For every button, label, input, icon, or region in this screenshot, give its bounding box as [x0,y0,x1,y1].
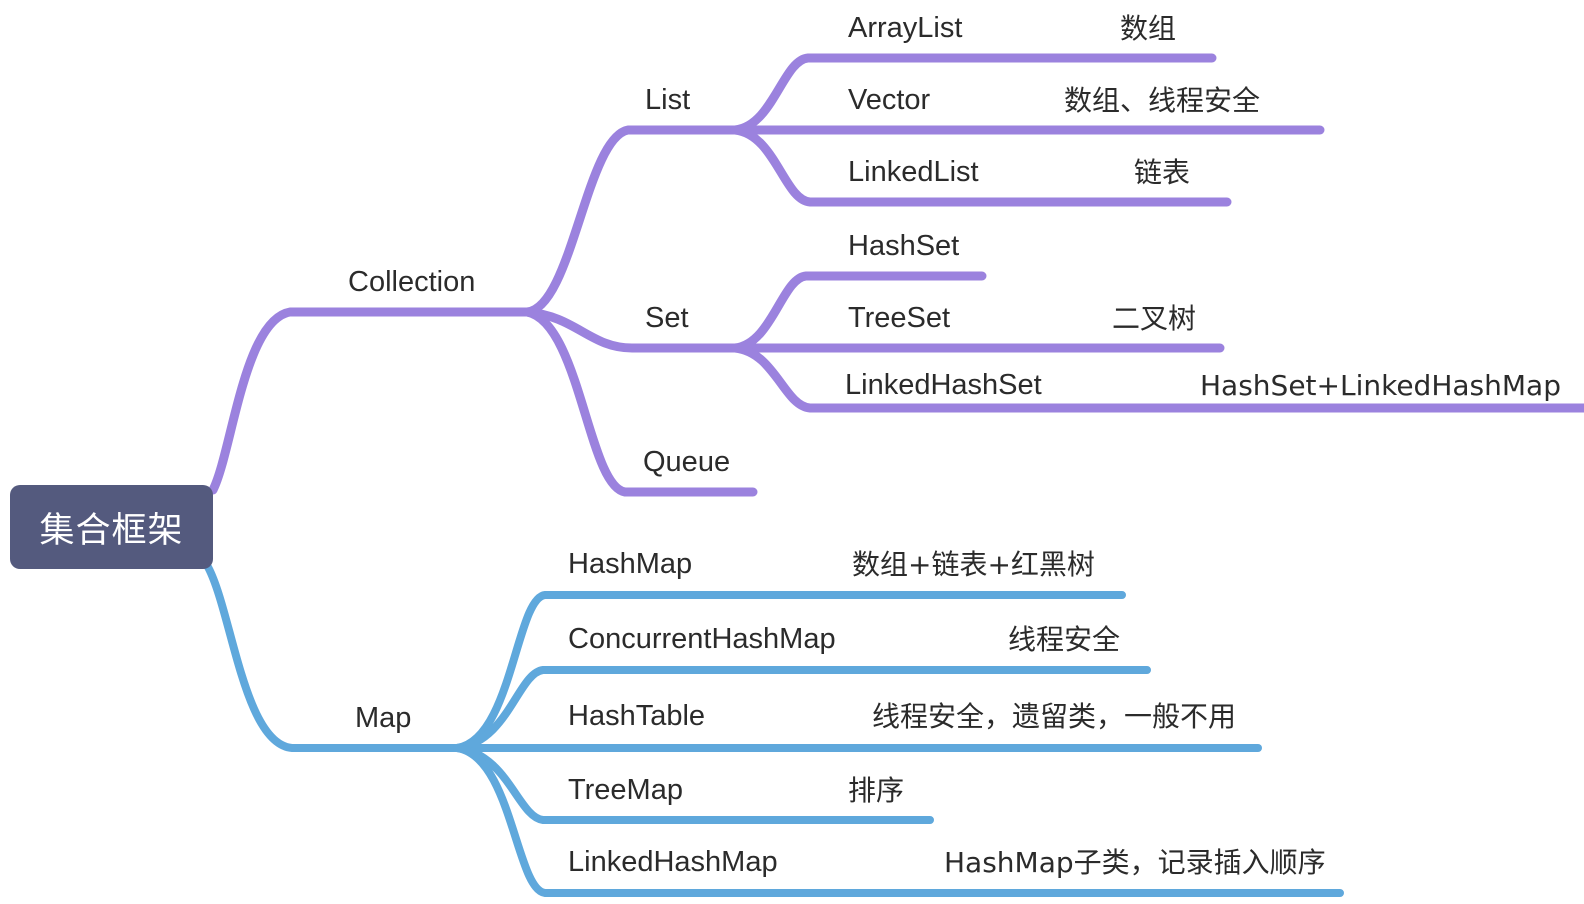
annotation-vector: 数组、线程安全 [1064,84,1261,117]
node-label-treemap[interactable]: TreeMap [568,774,683,806]
node-label-hashmap[interactable]: HashMap [568,548,693,580]
node-label-collection[interactable]: Collection [348,266,476,298]
node-label-linkedhashmap[interactable]: LinkedHashMap [568,846,778,878]
root-node[interactable]: 集合框架 [10,485,213,569]
node-label-map[interactable]: Map [355,702,412,734]
branch-line-root-to-map [204,563,461,752]
node-label-treeset[interactable]: TreeSet [848,302,951,334]
branch-line-collection-to-list [522,125,740,317]
annotation-concurrenthashmap: 线程安全 [1008,623,1121,656]
node-label-linkedhashset[interactable]: LinkedHashSet [845,369,1042,401]
node-label-linkedlist[interactable]: LinkedList [848,156,979,188]
branch-line-collection-to-set [522,307,740,353]
annotation-linkedhashmap: HashMap子类，记录插入顺序 [944,846,1326,879]
node-label-queue[interactable]: Queue [643,446,731,478]
node-label-concurrenthashmap[interactable]: ConcurrentHashMap [568,623,836,655]
node-label-arraylist[interactable]: ArrayList [848,12,963,44]
annotation-arraylist: 数组 [1120,12,1177,45]
annotation-treemap: 排序 [848,774,905,807]
annotation-hashtable: 线程安全，遗留类，一般不用 [872,700,1237,733]
annotation-hashmap: 数组+链表+红黑树 [852,548,1095,581]
node-label-set[interactable]: Set [645,302,689,334]
root-node-label: 集合框架 [39,510,184,550]
node-label-list[interactable]: List [645,84,691,116]
annotation-treeset: 二叉树 [1112,302,1197,335]
branch-line-root-to-collection [208,307,532,495]
annotation-linkedhashset: HashSet+LinkedHashMap [1200,369,1561,402]
annotation-linkedlist: 链表 [1134,156,1191,189]
node-label-hashset[interactable]: HashSet [848,230,960,262]
node-label-hashtable[interactable]: HashTable [568,700,706,732]
node-label-vector[interactable]: Vector [848,84,931,116]
